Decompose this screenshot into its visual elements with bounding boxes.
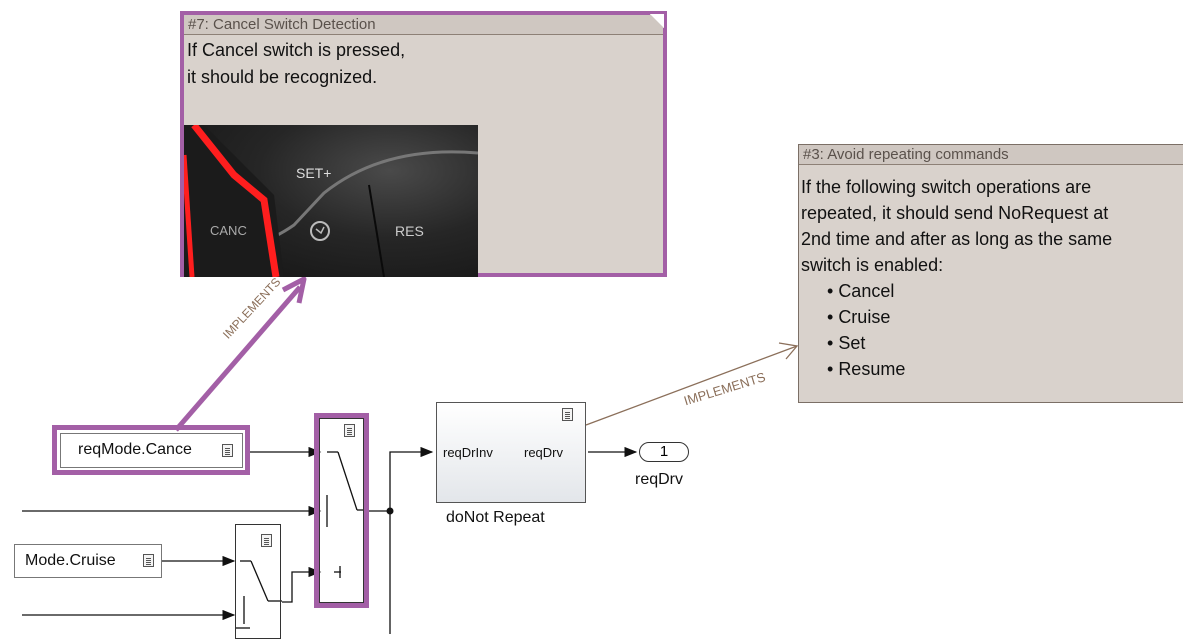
annotation-line: switch is enabled: (801, 255, 944, 275)
annotation-line: If Cancel switch is pressed, (187, 40, 406, 60)
signal-lines (22, 446, 638, 634)
annotation-cancel-switch[interactable]: #7: Cancel Switch Detection If Cancel sw… (180, 11, 667, 277)
bullet-item: • Set (827, 333, 866, 353)
highlight-req-cancel (52, 425, 250, 475)
highlight-switch-1 (314, 413, 369, 608)
outport-block[interactable]: 1 (639, 442, 689, 462)
block-label: reqMode.Cance (78, 441, 192, 458)
document-icon (562, 408, 573, 421)
switch-block-1[interactable] (319, 418, 364, 603)
document-icon (261, 534, 272, 547)
subsystem-name: doNot Repeat (446, 509, 545, 526)
photo-label-res: RES (395, 223, 424, 239)
implements-link-right[interactable] (585, 342, 799, 426)
outport-number: 1 (659, 443, 669, 460)
branch-point (386, 507, 394, 515)
block-label: Mode.Cruise (25, 552, 116, 569)
from-block-req-cancel[interactable]: reqMode.Cance (60, 433, 243, 468)
switch-2-symbol (240, 560, 282, 624)
document-icon (344, 424, 355, 437)
bullet-item: • Cancel (827, 281, 895, 301)
annotation-title: #7: Cancel Switch Detection (184, 15, 663, 35)
annotation-line: repeated, it should send NoRequest at (801, 203, 1109, 223)
photo-label-set: SET+ (296, 165, 332, 181)
annotation-line: 2nd time and after as long as the same (801, 229, 1113, 249)
subsystem-outport-label: reqDrv (524, 445, 564, 460)
annotation-avoid-repeating[interactable]: #3: Avoid repeating commands If the foll… (798, 144, 1183, 403)
document-icon (222, 444, 233, 457)
implements-link-left[interactable] (174, 276, 307, 432)
switch-block-2[interactable] (235, 524, 281, 639)
annotation-title: #3: Avoid repeating commands (799, 145, 1183, 165)
subsystem-inport-label: reqDrInv (443, 445, 493, 460)
switch-1-symbol (326, 451, 363, 578)
bullet-item: • Cruise (827, 307, 891, 327)
from-block-req-cruise[interactable]: Mode.Cruise (14, 544, 162, 578)
bullet-item: • Resume (827, 359, 906, 379)
document-icon (143, 554, 154, 567)
annotation-line: it should be recognized. (187, 67, 378, 87)
annotation-line: If the following switch operations are (801, 177, 1092, 197)
photo-label-canc: CANC (210, 223, 247, 238)
outport-name: reqDrv (635, 471, 684, 488)
annotation-fold-corner (650, 14, 664, 28)
steering-switch-photo: SET+ CANC RES (184, 125, 478, 277)
annotation-body: If the following switch operations are r… (801, 174, 1112, 382)
subsystem-do-not-repeat[interactable]: reqDrInv reqDrv (436, 402, 586, 503)
